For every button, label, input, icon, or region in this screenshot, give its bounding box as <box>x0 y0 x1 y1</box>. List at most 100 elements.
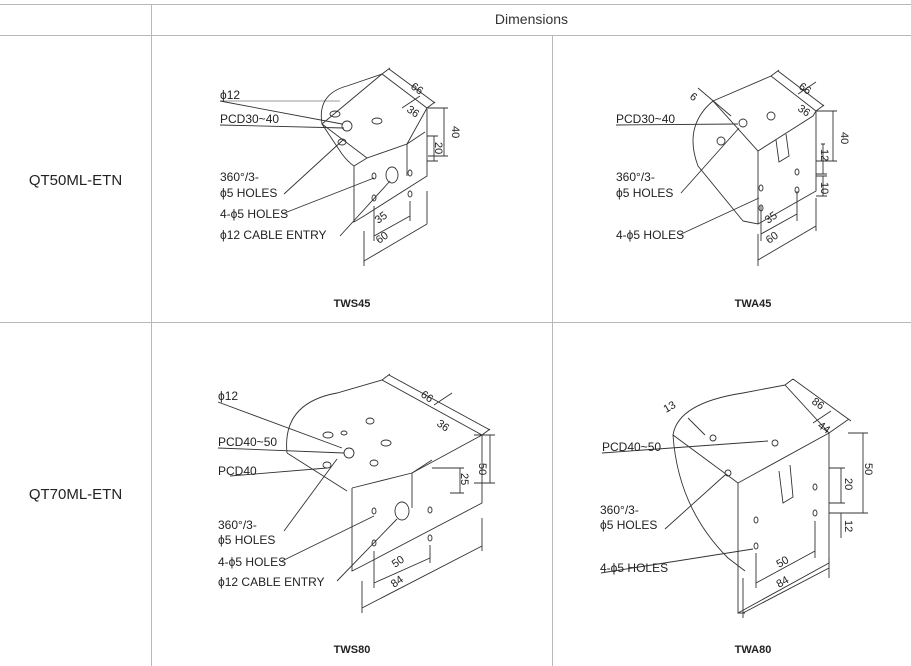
label-cable-entry: ϕ12 CABLE ENTRY <box>218 575 325 589</box>
dim-12: 12 <box>818 149 830 161</box>
dim-84: 84 <box>775 574 792 591</box>
label-5-holes: ϕ5 HOLES <box>616 186 673 200</box>
dim-40-line <box>428 107 448 157</box>
drawing-line <box>812 483 818 491</box>
dim-66: 66 <box>796 81 813 98</box>
drawing-line <box>771 439 779 447</box>
drawing-line <box>361 518 483 613</box>
drawing-line <box>816 143 827 175</box>
dim-20: 20 <box>432 142 444 154</box>
drawing-line <box>816 175 827 197</box>
dimensions-header: Dimensions <box>494 11 569 27</box>
model-name-qt70: QT70ML-ETN <box>28 486 123 503</box>
drawing-line <box>229 467 328 477</box>
drawing-line <box>281 177 375 215</box>
cable-entry-hole <box>394 501 410 521</box>
drawing-line <box>336 518 398 582</box>
caption-twa80: TWA80 <box>734 644 772 656</box>
drawing-line <box>816 110 837 162</box>
drawing-line <box>784 378 852 434</box>
drawing-line <box>427 534 433 542</box>
label-4-5-holes: 4-ϕ5 HOLES <box>600 561 668 575</box>
dim-50: 50 <box>862 463 874 475</box>
center-hole <box>341 120 353 132</box>
drawing-line <box>401 95 426 145</box>
drawing-line <box>219 100 343 125</box>
drawing-line <box>371 194 377 202</box>
drawing-line <box>770 69 825 112</box>
dim-35-line <box>373 201 411 241</box>
top-plate-outline <box>321 73 428 159</box>
dim-36: 36 <box>404 104 421 121</box>
drawing-line <box>757 198 817 266</box>
bracket-drawing-twa45: PCD30~40 360°/3- ϕ5 HOLES 4-ϕ5 HOLES 6 6… <box>615 69 850 266</box>
vertical-face-outline <box>351 435 483 572</box>
dim-35: 35 <box>763 210 780 227</box>
drawing-line <box>615 123 739 126</box>
dim-84: 84 <box>389 574 406 591</box>
drawing-line <box>812 509 818 517</box>
dim-20: 20 <box>842 478 854 490</box>
drawing-line <box>738 118 748 128</box>
drawing-line <box>812 410 832 424</box>
drawing-line <box>427 135 438 162</box>
diagram-twa80: PCD40~50 360°/3- ϕ5 HOLES 4-ϕ5 HOLES 13 … <box>553 323 911 666</box>
drawing-line <box>217 447 345 454</box>
dim-36: 36 <box>434 418 451 435</box>
dim-12: 12 <box>842 520 854 532</box>
drawing-line <box>281 515 375 562</box>
drawing-line <box>664 474 726 530</box>
drawing-line <box>757 111 817 225</box>
label-360-3: 360°/3- <box>220 170 259 184</box>
drawing-line <box>687 417 706 436</box>
bracket-drawing-tws80: ϕ12 PCD40~50 PCD40 360°/3- ϕ5 HOLES 4-ϕ5… <box>217 373 495 613</box>
label-pcd: PCD30~40 <box>616 112 675 126</box>
drawing-line <box>329 110 341 118</box>
top-plate-outline <box>286 379 483 489</box>
label-phi12: ϕ12 <box>218 389 238 403</box>
top-block-outline <box>672 384 830 484</box>
bracket-drawing-tws45: ϕ12 PCD30~40 360°/3- ϕ5 HOLES 4-ϕ5 HOLES… <box>219 67 461 266</box>
dim-40: 40 <box>449 126 461 138</box>
label-4-5-holes: 4-ϕ5 HOLES <box>220 207 288 221</box>
label-cable-entry: ϕ12 CABLE ENTRY <box>220 228 327 242</box>
dim-40: 40 <box>838 132 850 144</box>
drawing-line <box>697 87 732 117</box>
drawing-line <box>380 439 392 447</box>
label-phi12: ϕ12 <box>220 88 240 102</box>
top-block-outline <box>712 75 817 152</box>
table-top-border <box>0 4 911 5</box>
drawing-line <box>755 521 816 588</box>
cable-entry-hole <box>385 166 399 184</box>
drawing-line <box>709 434 717 442</box>
drawing-line <box>753 542 759 550</box>
drawing-line <box>692 100 744 222</box>
drawing-line <box>427 506 433 514</box>
label-5-holes: ϕ5 HOLES <box>600 518 657 532</box>
dim-60: 60 <box>374 230 391 247</box>
drawing-line <box>753 516 759 524</box>
drawing-line <box>680 127 740 194</box>
label-pcd40-50: PCD40~50 <box>218 435 277 449</box>
label-360-3: 360°/3- <box>600 503 639 517</box>
drawing-line <box>322 461 332 469</box>
drawing-line <box>339 180 391 237</box>
label-4-5-holes: 4-ϕ5 HOLES <box>616 228 684 242</box>
center-slot <box>775 133 790 163</box>
label-5-holes: ϕ5 HOLES <box>220 186 277 200</box>
dim-60-line <box>363 191 428 266</box>
drawing-line <box>343 447 355 459</box>
dim-50-bottom: 50 <box>390 554 407 571</box>
drawing-line <box>286 452 348 492</box>
dim-50-bottom: 50 <box>775 554 792 571</box>
top-plate-rounded-edge <box>320 73 383 125</box>
dim-25: 25 <box>458 473 470 485</box>
drawing-line <box>373 545 431 588</box>
drawing-line <box>371 172 377 180</box>
drawing-line <box>432 467 464 494</box>
diagram-column-divider <box>552 35 553 666</box>
dim-6: 6 <box>687 91 699 104</box>
model-name-qt50: QT50ML-ETN <box>28 172 123 189</box>
drawing-line <box>600 548 754 574</box>
label-pcd40: PCD40 <box>218 464 257 478</box>
